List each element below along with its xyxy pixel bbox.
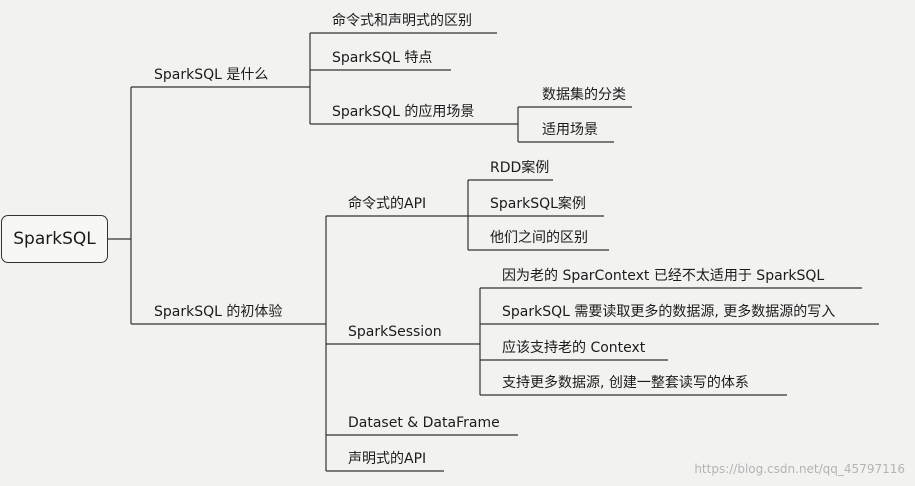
node-more-data-sources[interactable]: SparkSQL 需要读取更多的数据源, 更多数据源的写入 — [502, 304, 836, 320]
node-dataset-categories[interactable]: 数据集的分类 — [542, 87, 626, 103]
node-rdd-example[interactable]: RDD案例 — [490, 160, 550, 176]
node-sparksql-features[interactable]: SparkSQL 特点 — [332, 50, 433, 66]
node-declarative-api[interactable]: 声明式的API — [348, 451, 427, 467]
branch-sparksql-first-experience[interactable]: SparkSQL 的初体验 — [154, 304, 283, 320]
node-old-sparkcontext[interactable]: 因为老的 SparContext 已经不太适用于 SparkSQL — [502, 268, 825, 284]
node-imperative-api[interactable]: 命令式的API — [348, 196, 427, 212]
node-differences[interactable]: 他们之间的区别 — [490, 230, 588, 246]
node-sparksql-example[interactable]: SparkSQL案例 — [490, 196, 586, 212]
node-sparksql-use-cases[interactable]: SparkSQL 的应用场景 — [332, 104, 475, 120]
root-node[interactable]: SparkSQL — [1, 215, 108, 263]
node-support-old-context[interactable]: 应该支持老的 Context — [502, 340, 646, 356]
branch-what-is-sparksql[interactable]: SparkSQL 是什么 — [154, 67, 269, 83]
node-read-write-system[interactable]: 支持更多数据源, 创建一整套读写的体系 — [502, 375, 749, 391]
watermark-url: https://blog.csdn.net/qq_45797116 — [694, 462, 905, 476]
node-dataset-dataframe[interactable]: Dataset & DataFrame — [348, 415, 500, 431]
node-sparksession[interactable]: SparkSession — [348, 324, 442, 340]
node-imperative-vs-declarative[interactable]: 命令式和声明式的区别 — [332, 13, 472, 29]
node-applicable-scenarios[interactable]: 适用场景 — [542, 122, 598, 138]
